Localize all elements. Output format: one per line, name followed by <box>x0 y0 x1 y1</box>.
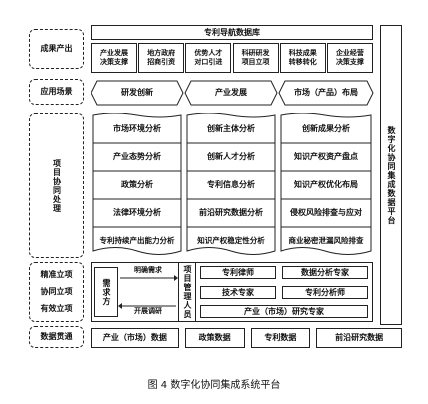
integrated-data-platform: 数字化协同集成数据平台 <box>380 25 402 325</box>
label-data: 数据贯通 <box>29 326 84 348</box>
col3-item: 知识产权资产盘点 <box>294 152 358 161</box>
scenario-industry: 产业发展 <box>215 88 247 97</box>
col2-item: 前沿研究数据分析 <box>199 208 263 217</box>
expert-tech: 技术专家 <box>200 286 276 299</box>
label-projects: 精准立项 协同立项 有效立项 <box>29 262 84 322</box>
output-item: 产业发展 决策支撑 <box>91 43 137 73</box>
output-item: 地方政府 招商引资 <box>138 43 185 73</box>
label-outputs: 成果产出 <box>29 29 84 69</box>
patent-database-title: 专利导航数据库 <box>91 25 373 40</box>
col1-item: 法律环境分析 <box>113 208 161 217</box>
data-item: 专利数据 <box>250 328 311 348</box>
label-scenarios: 应用场景 <box>29 79 84 105</box>
figure-caption: 图 4 数字化协同集成系统平台 <box>147 380 281 391</box>
col1-item: 专利持续产出能力分析 <box>99 236 175 245</box>
col3-item: 知识产权优化布局 <box>294 180 358 189</box>
output-item: 优势人才 对口引进 <box>185 43 232 73</box>
col1-item: 市场环境分析 <box>113 124 161 133</box>
col2-item: 知识产权稳定性分析 <box>197 236 265 245</box>
demand-party: 需求方 <box>94 267 118 317</box>
scenario-rd: 研发创新 <box>121 88 153 97</box>
expert-data-analyst: 数据分析专家 <box>282 266 368 279</box>
project-area <box>91 262 373 322</box>
col2-item: 专利信息分析 <box>207 180 255 189</box>
expert-patent-lawyer: 专利律师 <box>200 266 276 279</box>
output-item: 科研研发 项目立项 <box>232 43 279 73</box>
col3-item: 创新成果分析 <box>302 124 350 133</box>
flow-arrows <box>118 275 178 309</box>
col3-item: 商业秘密泄漏风险排查 <box>288 236 364 245</box>
outputs-row: 产业发展 决策支撑 地方政府 招商引资 优势人才 对口引进 科研研发 项目立项 … <box>91 43 373 73</box>
col2-item: 创新主体分析 <box>207 124 255 133</box>
scenario-market: 市场（产品）布局 <box>294 88 358 97</box>
scenario-shapes <box>91 80 374 106</box>
col1-item: 政策分析 <box>121 180 153 189</box>
col1-item: 产业态势分析 <box>113 152 161 161</box>
label-collab: 项目协同处理 <box>29 113 84 258</box>
arrow-label-top: 明确需求 <box>134 266 162 274</box>
data-item: 产业（市场）数据 <box>91 328 179 348</box>
arrow-label-bottom: 开展调研 <box>134 307 162 315</box>
output-item: 科技成果 转移转化 <box>279 43 326 73</box>
output-item: 企业经营 决策支撑 <box>326 43 373 73</box>
project-manager: 项目管理人员 <box>178 262 196 322</box>
data-row: 产业（市场）数据 政策数据 专利数据 前沿研究数据 <box>91 328 402 348</box>
data-item: 政策数据 <box>184 328 245 348</box>
col2-item: 创新人才分析 <box>207 152 255 161</box>
data-item: 前沿研究数据 <box>316 328 402 348</box>
expert-industry-research: 产业（市场）研究专家 <box>200 305 368 318</box>
analysis-columns-graphic <box>92 113 372 255</box>
col3-item: 侵权风险排查与应对 <box>290 208 362 217</box>
expert-patent-analyst: 专利分析师 <box>282 286 368 299</box>
